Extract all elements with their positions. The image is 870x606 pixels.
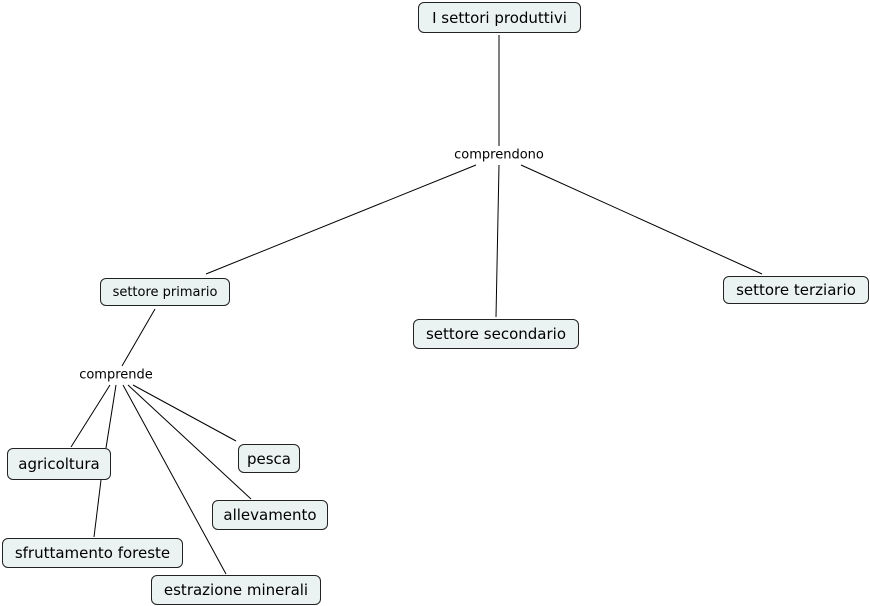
concept-settore-terziario[interactable]: settore terziario [723,276,869,304]
link-comprende-minerali [122,384,227,575]
link-comprende-foreste-lower [93,479,102,538]
link-comprendono-terziario [520,164,763,275]
concept-agricoltura[interactable]: agricoltura [7,448,111,480]
concept-settore-primario[interactable]: settore primario [100,278,230,306]
link-primario-comprende [121,308,156,367]
concept-sfruttamento-foreste[interactable]: sfruttamento foreste [2,538,183,568]
link-comprende-allevamento [127,384,252,500]
link-comprendono-primario [205,164,477,275]
phrase-comprendono[interactable]: comprendono [452,147,546,163]
link-comprende-foreste [105,384,117,449]
concept-settore-secondario[interactable]: settore secondario [413,319,579,349]
link-comprendono-secondario [495,164,500,318]
concept-root[interactable]: I settori produttivi [418,2,581,33]
concept-pesca[interactable]: pesca [238,444,300,473]
link-comprende-agricoltura [70,384,111,448]
phrase-comprende[interactable]: comprende [77,367,155,383]
link-comprende-pesca [132,384,237,442]
concept-allevamento[interactable]: allevamento [212,500,328,530]
concept-estrazione-minerali[interactable]: estrazione minerali [151,575,321,605]
